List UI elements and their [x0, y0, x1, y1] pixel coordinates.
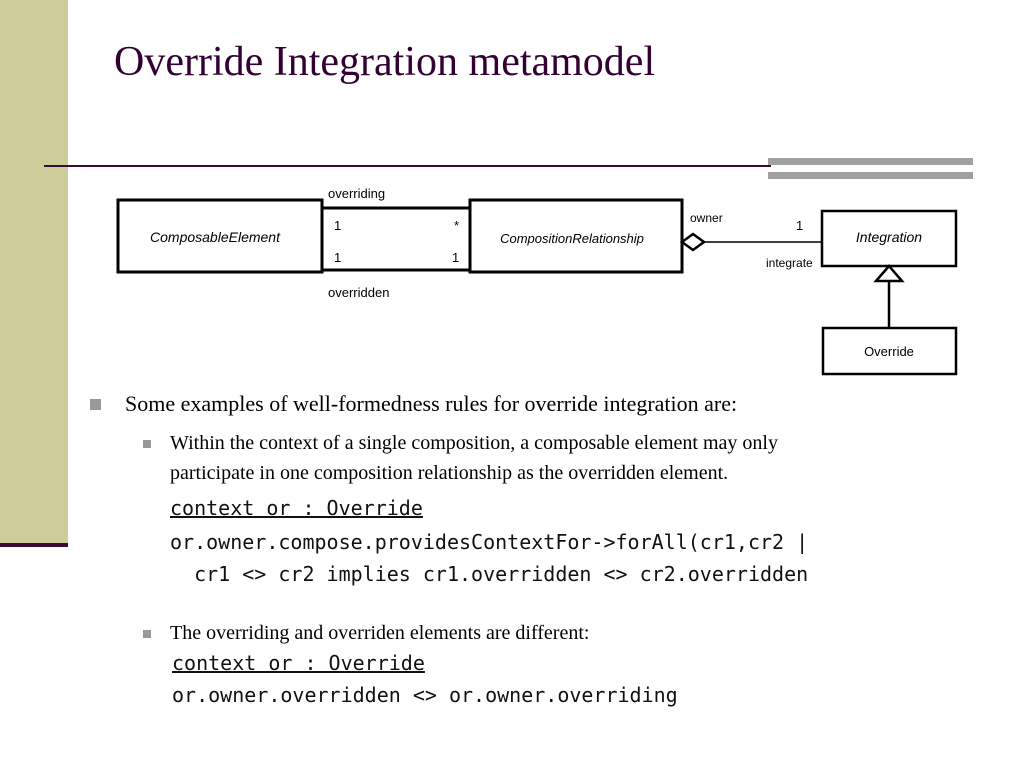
generalization-arrow	[873, 264, 905, 283]
role-overriding: overriding	[328, 186, 385, 201]
rule1-text-line2: participate in one composition relations…	[170, 462, 729, 484]
uml-class-diagram: ComposableElement overriding overridden …	[116, 186, 958, 376]
class-composition-relationship-label: CompositionRelationship	[500, 231, 644, 246]
mult-owner: 1	[796, 218, 803, 233]
title-divider	[44, 165, 771, 167]
class-integration-label: Integration	[856, 229, 922, 245]
rule1-code-line2: or.owner.compose.providesContextFor->for…	[170, 530, 809, 554]
role-integrate: integrate	[766, 256, 813, 270]
class-composition-relationship	[468, 198, 684, 274]
rule1-text-line1: Within the context of a single compositi…	[170, 432, 778, 454]
bullet-main: Some examples of well-formedness rules f…	[125, 391, 738, 416]
sub-bullet-marker-1	[143, 440, 151, 448]
role-overridden: overridden	[328, 285, 389, 300]
sidebar-band	[0, 0, 68, 545]
slide-title: Override Integration metamodel	[114, 39, 656, 85]
rule2-text: The overriding and overriden elements ar…	[170, 622, 590, 644]
mult-overridden-left: 1	[334, 250, 341, 265]
bullet-marker	[90, 399, 101, 410]
rule1-code-context: context or : Override	[170, 496, 423, 520]
rule1-code-line3: cr1 <> cr2 implies cr1.overridden <> cr2…	[170, 562, 809, 586]
role-owner: owner	[690, 211, 723, 225]
class-composable-element	[116, 198, 324, 274]
aggregation-diamond	[679, 232, 707, 252]
class-override	[821, 326, 958, 376]
class-override-label: Override	[864, 344, 914, 359]
title-divider-accent	[768, 158, 973, 179]
class-integration	[820, 209, 958, 268]
sub-bullet-marker-2	[143, 630, 151, 638]
mult-overriding-right: *	[454, 218, 459, 233]
mult-overridden-right: 1	[452, 250, 459, 265]
rule2-code-line2: or.owner.overridden <> or.owner.overridi…	[172, 683, 678, 707]
mult-overriding-left: 1	[334, 218, 341, 233]
class-composable-element-label: ComposableElement	[150, 229, 281, 245]
rule2-code-context: context or : Override	[172, 651, 425, 675]
sidebar-accent-line	[0, 543, 68, 547]
